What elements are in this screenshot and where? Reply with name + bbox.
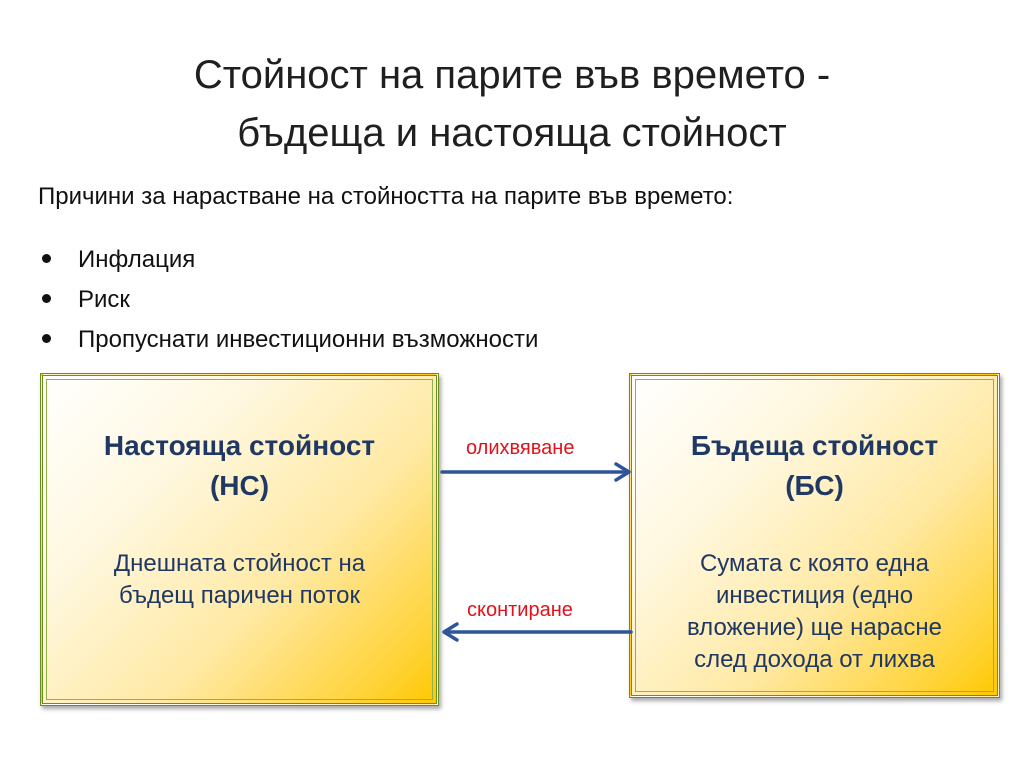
compounding-label: олихвяване [466,437,575,459]
present-value-title-line-1: Настояща стойност [103,430,376,461]
future-value-description-line-4: след дохода от лихва [694,646,935,673]
compounding-arrow-icon [440,462,631,482]
present-value-box: Настояща стойност (НС) Днешната стойност… [40,373,439,706]
list-item-label: Пропуснати инвестиционни възможности [78,326,539,353]
present-value-title: Настояща стойност (НС) [43,426,436,506]
reasons-heading: Причини за нарастване на стойността на п… [38,183,734,210]
present-value-description: Днешната стойност на бъдещ паричен поток [53,548,426,612]
list-item-label: Инфлация [78,246,196,273]
present-value-description-line-2: бъдещ паричен поток [119,582,360,609]
present-value-title-line-2: (НС) [209,470,270,501]
slide-title-line-1: Стойност на парите във времето - [193,53,831,97]
bullet-icon [42,334,51,343]
future-value-title-line-1: Бъдеща стойност [690,430,939,461]
future-value-box: Бъдеща стойност (БС) Сумата с която една… [629,373,1000,698]
present-value-description-line-1: Днешната стойност на [113,550,366,577]
list-item: Инфлация [38,242,538,282]
future-value-description-line-1: Сумата с която една [699,550,930,577]
bullet-icon [42,254,51,263]
list-item: Риск [38,282,538,322]
future-value-title-line-2: (БС) [785,470,844,501]
future-value-description: Сумата с която една инвестиция (едно вло… [642,548,987,676]
reasons-list: Инфлация Риск Пропуснати инвестиционни в… [38,242,538,362]
list-item: Пропуснати инвестиционни възможности [38,322,538,362]
discounting-arrow-icon [442,622,633,642]
discounting-label: сконтиране [467,599,573,621]
slide-title: Стойност на парите във времето - бъдеща … [60,46,964,162]
slide-title-line-2: бъдеща и настояща стойност [237,111,787,155]
future-value-description-line-2: инвестиция (едно [715,582,914,609]
future-value-description-line-3: вложение) ще нарасне [686,614,942,641]
future-value-title: Бъдеща стойност (БС) [632,426,997,506]
bullet-icon [42,294,51,303]
list-item-label: Риск [78,286,130,313]
